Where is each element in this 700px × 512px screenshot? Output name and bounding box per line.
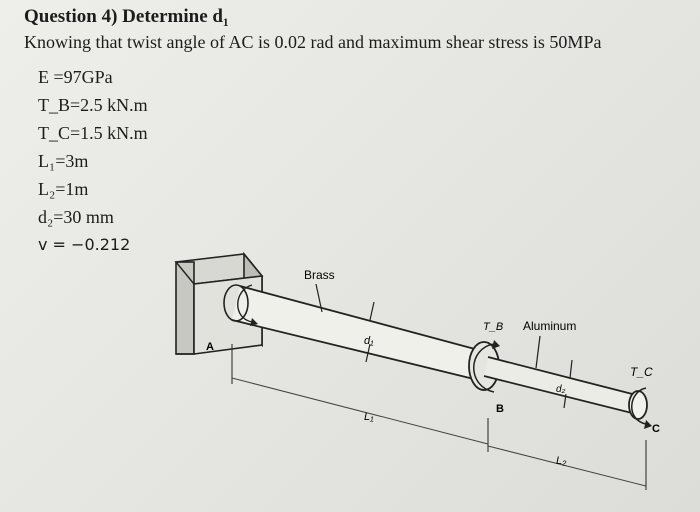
given-poisson: v = −0.212 — [38, 235, 131, 254]
dimension-lines — [231, 344, 647, 490]
label-diameter-1: d₁ — [364, 335, 374, 347]
torque-arrow-b — [473, 343, 495, 393]
label-point-c: C — [652, 423, 660, 435]
label-length-2: L₂ — [556, 455, 567, 467]
aluminum-shaft — [483, 335, 641, 415]
given-torque-c: T_C=1.5 kN.m — [38, 123, 148, 143]
torque-arrow-c — [631, 387, 647, 425]
torque-arrow-a — [237, 284, 253, 323]
given-length-1: L₁=3m — [38, 151, 89, 171]
label-point-b: B — [496, 403, 504, 415]
given-torque-b: T_B=2.5 kN.m — [38, 95, 148, 115]
given-values-list: E =97GPa T_B=2.5 kN.m T_C=1.5 kN.m L₁=3m… — [38, 63, 148, 259]
question-title: Question 4) Determine d₁ — [24, 6, 229, 27]
problem-statement: Knowing that twist angle of AC is 0.02 r… — [24, 32, 602, 52]
end-c — [628, 387, 652, 429]
label-diameter-2: d₂ — [556, 384, 566, 395]
brass-shaft — [223, 283, 487, 381]
label-point-a: A — [206, 341, 214, 353]
label-aluminum: Aluminum — [523, 319, 576, 333]
given-modulus: E =97GPa — [38, 67, 113, 87]
label-torque-c: T_C — [630, 365, 653, 379]
label-torque-b: T_B — [483, 321, 503, 333]
given-length-2: L₂=1m — [38, 179, 89, 199]
label-brass: Brass — [304, 268, 335, 282]
label-length-1: L₁ — [364, 411, 374, 423]
given-diameter-2: d₂=30 mm — [38, 207, 114, 227]
